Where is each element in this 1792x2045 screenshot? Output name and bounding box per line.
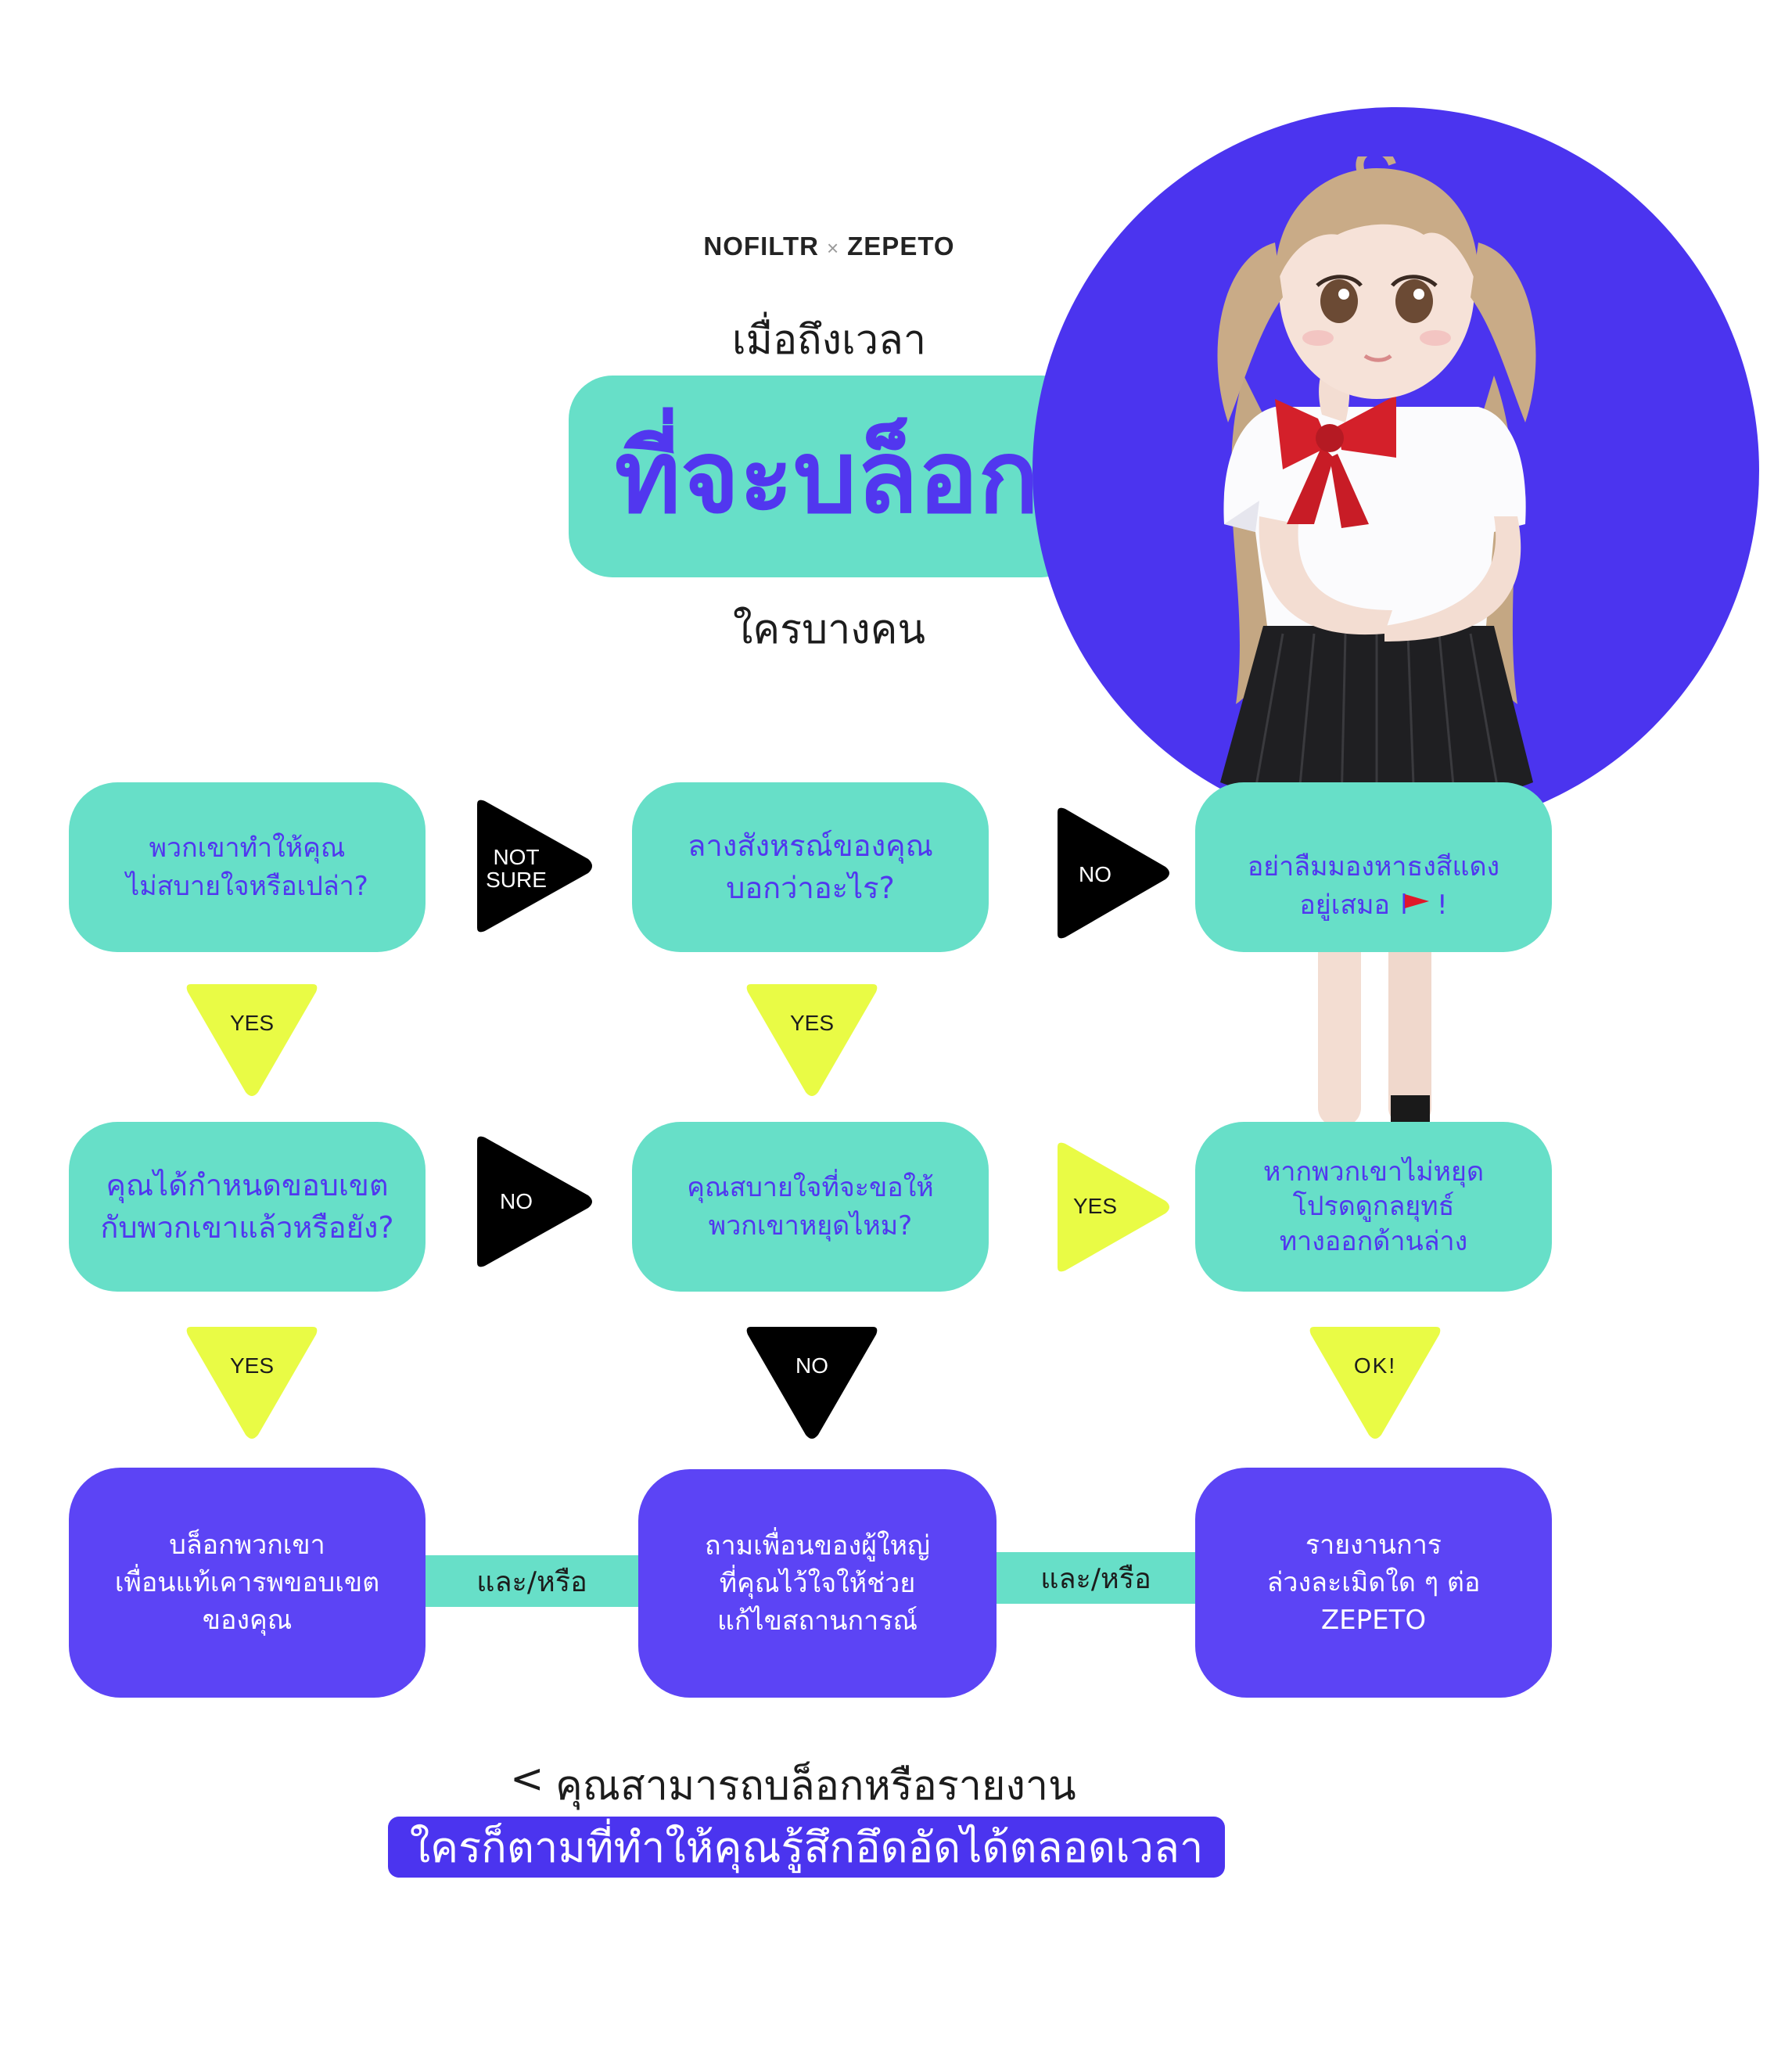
connector-and-or-2: และ/หรือ (993, 1552, 1198, 1604)
arrow-label-yes-right: YES (1072, 1194, 1118, 1219)
question-text-ask-to-stop: คุณสบายใจที่จะขอให้ พวกเขาหยุดไหม? (687, 1172, 934, 1242)
tip-text-exclamation: ! (1436, 889, 1448, 921)
question-box-boundaries: คุณได้กำหนดขอบเขต กับพวกเขาแล้วหรือยัง? (69, 1122, 426, 1292)
connector-and-or-1: และ/หรือ (422, 1555, 641, 1607)
chevron-left-icon: < (510, 1756, 544, 1802)
question-text-boundaries: คุณได้กำหนดขอบเขต กับพวกเขาแล้วหรือยัง? (100, 1167, 394, 1245)
arrow-right-no-middle (477, 1136, 592, 1267)
tip-box-red-flags: อย่าลืมมองหาธงสีแดง อยู่เสมอ! (1195, 782, 1552, 952)
arrow-label-no-top: NO (1079, 862, 1111, 887)
arrow-label-not-sure: NOT SURE (486, 844, 547, 892)
action-box-report: รายงานการ ล่วงละเมิดใด ๆ ต่อ ZEPETO (1195, 1468, 1552, 1698)
footer-highlight: ใครก็ตามที่ทำให้คุณรู้สึกอึดอัดได้ตลอดเว… (388, 1817, 1225, 1878)
footer-text-1: คุณสามารถบล็อกหรือรายงาน (555, 1763, 1076, 1810)
arrow-down-yes-left-2 (186, 1327, 318, 1439)
action-box-ask-adult: ถามเพื่อนของผู้ใหญ่ ที่คุณไว้ใจให้ช่วย แ… (638, 1469, 997, 1698)
tip-content: อย่าลืมมองหาธงสีแดง อยู่เสมอ! (1248, 810, 1499, 924)
arrow-label-yes-middle: YES (789, 1011, 835, 1036)
action-text-block: บล็อกพวกเขา เพื่อนแท้เคารพขอบเขต ของคุณ (114, 1529, 380, 1637)
arrow-right-yes (1058, 1142, 1169, 1272)
footer-text-2: ใครก็ตามที่ทำให้คุณรู้สึกอึดอัดได้ตลอดเว… (409, 1823, 1204, 1872)
footer-line-1: < คุณสามารถบล็อกหรือรายงาน (501, 1752, 1259, 1817)
arrow-label-no-bottom: NO (795, 1353, 828, 1378)
action-box-block: บล็อกพวกเขา เพื่อนแท้เคารพขอบเขต ของคุณ (69, 1468, 426, 1698)
connector-label-and-or-1: และ/หรือ (476, 1565, 587, 1598)
arrow-right-no-top (1058, 807, 1169, 939)
question-box-gut-feeling: ลางสังหรณ์ของคุณ บอกว่าอะไร? (632, 782, 989, 952)
avatar-character-illustration (1217, 156, 1536, 1127)
question-text-uncomfortable: พวกเขาทำให้คุณ ไม่สบายใจหรือเปล่า? (126, 832, 368, 902)
connector-label-and-or-2: และ/หรือ (1040, 1562, 1151, 1595)
arrow-down-ok (1309, 1327, 1441, 1439)
page-title: ที่จะบล็อก (614, 419, 1040, 536)
arrow-down-no (746, 1327, 878, 1439)
title-banner: ที่จะบล็อก (569, 376, 1085, 577)
pre-title: เมื่อถึงเวลา (731, 317, 927, 364)
arrow-label-yes-left-2: YES (229, 1353, 275, 1378)
action-text-ask-adult: ถามเพื่อนของผู้ใหญ่ ที่คุณไว้ใจให้ช่วย แ… (705, 1529, 930, 1637)
arrow-right-not-sure (477, 800, 592, 933)
tip-box-exit-strategy: หากพวกเขาไม่หยุด โปรดดูกลยุทธ์ ทางออกด้า… (1195, 1122, 1552, 1292)
question-box-ask-to-stop: คุณสบายใจที่จะขอให้ พวกเขาหยุดไหม? (632, 1122, 989, 1292)
arrow-label-no-middle: NO (500, 1189, 533, 1214)
arrow-label-ok: OK! (1353, 1353, 1397, 1378)
arrow-down-yes-left-1 (186, 984, 318, 1096)
post-title: ใครบางคน (732, 606, 926, 653)
action-text-report: รายงานการ ล่วงละเมิดใด ๆ ต่อ ZEPETO (1266, 1529, 1481, 1637)
question-box-uncomfortable: พวกเขาทำให้คุณ ไม่สบายใจหรือเปล่า? (69, 782, 426, 952)
tip-text-exit-strategy: หากพวกเขาไม่หยุด โปรดดูกลยุทธ์ ทางออกด้า… (1262, 1156, 1485, 1257)
question-text-gut-feeling: ลางสังหรณ์ของคุณ บอกว่าอะไร? (688, 828, 933, 905)
logo-nofiltr: NOFILTR (703, 232, 819, 261)
red-flag-icon (1402, 893, 1429, 914)
tip-text-red-flags: อย่าลืมมองหาธงสีแดง อยู่เสมอ (1247, 851, 1500, 921)
logo-zepeto: ZEPETO (847, 232, 955, 261)
brand-logo: NOFILTR × ZEPETO (594, 232, 1064, 261)
logo-separator: × (826, 236, 840, 260)
arrow-label-yes-left-1: YES (229, 1011, 275, 1036)
arrow-down-yes-middle (746, 984, 878, 1096)
